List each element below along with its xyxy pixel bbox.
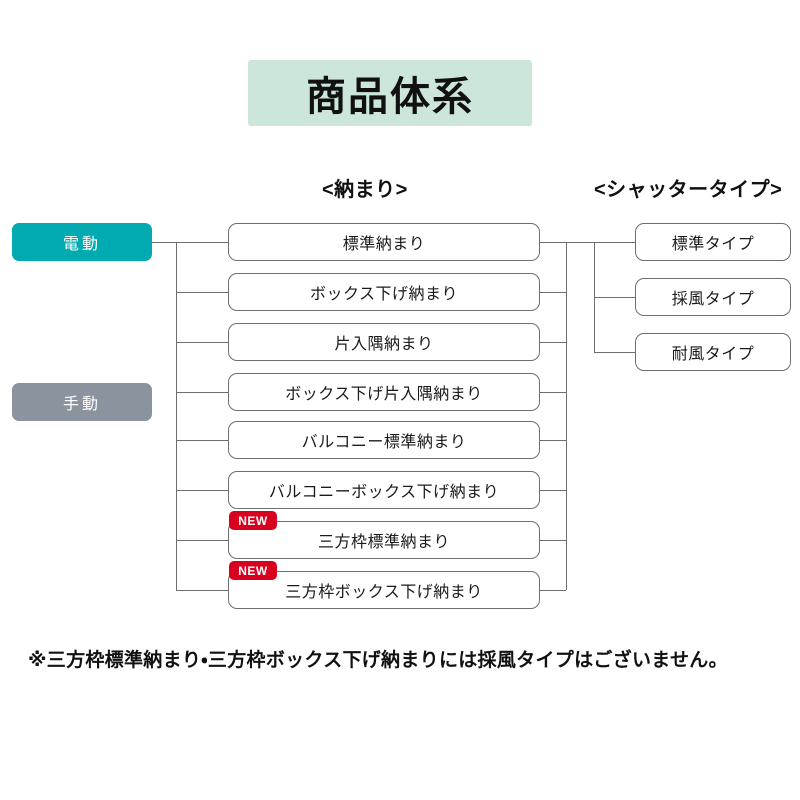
footnote-text: ※三方枠標準納まり・三方枠ボックス下げ納まりには採風タイプはございません。 xyxy=(28,650,728,671)
connector-branch-left-7 xyxy=(176,540,228,541)
column-header-osamari: <納まり> xyxy=(322,179,408,201)
connector-branch-type-3 xyxy=(594,352,635,353)
connector-branch-left-3 xyxy=(176,342,228,343)
category-button-electric[interactable]: 電動 xyxy=(12,223,152,261)
connector-branch-left-2 xyxy=(176,292,228,293)
node-osamari-7[interactable]: 三方枠標準納まり xyxy=(228,521,540,559)
connector-branch-left-8 xyxy=(176,590,228,591)
node-osamari-2[interactable]: ボックス下げ納まり xyxy=(228,273,540,311)
connector-bridge-to-shutter xyxy=(566,242,594,243)
node-shutter-type-3[interactable]: 耐風タイプ xyxy=(635,333,791,371)
connector-branch-right-4 xyxy=(540,392,566,393)
connector-branch-right-3 xyxy=(540,342,566,343)
connector-branch-right-7 xyxy=(540,540,566,541)
category-button-manual[interactable]: 手動 xyxy=(12,383,152,421)
column-header-shutter-type: <シャッタータイプ> xyxy=(594,179,783,201)
connector-branch-right-5 xyxy=(540,440,566,441)
connector-branch-left-1 xyxy=(176,242,228,243)
connector-electric-stub xyxy=(152,242,176,243)
node-osamari-8[interactable]: 三方枠ボックス下げ納まり xyxy=(228,571,540,609)
node-osamari-4[interactable]: ボックス下げ片入隅納まり xyxy=(228,373,540,411)
connector-branch-right-6 xyxy=(540,490,566,491)
title-band xyxy=(248,60,532,126)
connector-branch-right-8 xyxy=(540,590,566,591)
connector-branch-type-2 xyxy=(594,297,635,298)
connector-left-trunk xyxy=(176,242,177,590)
node-osamari-3[interactable]: 片入隅納まり xyxy=(228,323,540,361)
node-osamari-1[interactable]: 標準納まり xyxy=(228,223,540,261)
connector-right-trunk xyxy=(566,242,567,590)
connector-branch-type-1 xyxy=(594,242,635,243)
connector-branch-left-6 xyxy=(176,490,228,491)
node-shutter-type-1[interactable]: 標準タイプ xyxy=(635,223,791,261)
connector-branch-right-2 xyxy=(540,292,566,293)
node-osamari-5[interactable]: バルコニー標準納まり xyxy=(228,421,540,459)
new-badge-osamari-7: NEW xyxy=(229,511,277,530)
node-shutter-type-2[interactable]: 採風タイプ xyxy=(635,278,791,316)
connector-branch-left-4 xyxy=(176,392,228,393)
page-title: 商品体系 xyxy=(306,75,474,119)
new-badge-osamari-8: NEW xyxy=(229,561,277,580)
connector-branch-left-5 xyxy=(176,440,228,441)
connector-branch-right-1 xyxy=(540,242,566,243)
node-osamari-6[interactable]: バルコニーボックス下げ納まり xyxy=(228,471,540,509)
